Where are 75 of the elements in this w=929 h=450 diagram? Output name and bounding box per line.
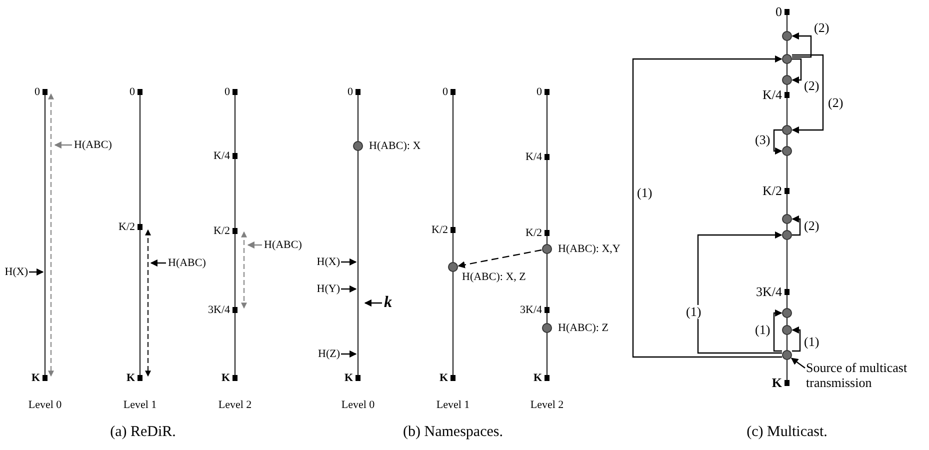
arrow (773, 309, 782, 352)
node-label: H(ABC): X,Y (558, 243, 620, 255)
edge-label: (2) (828, 96, 844, 110)
tick-label: 0 (442, 86, 448, 98)
leader-arrow (29, 268, 44, 276)
arrow (792, 326, 801, 352)
arrow (792, 58, 802, 84)
leader-arrow (341, 350, 357, 358)
tick-label: 3K/4 (208, 304, 230, 316)
hash-label: H(ABC) (74, 139, 112, 151)
hash-label: H(ABC) (168, 257, 206, 269)
tick-label: K (126, 372, 135, 384)
leader-arrow (150, 259, 166, 267)
edge-label: (1) (755, 323, 770, 337)
tick-label: K (31, 372, 40, 384)
tick-label: 0 (224, 86, 230, 98)
level-label: Level 0 (340, 399, 376, 411)
tick-label: K/4 (526, 151, 542, 163)
dashed-arrow (458, 249, 542, 268)
subfigure-caption: (c) Multicast. (746, 424, 828, 440)
subfigure-caption: (b) Namespaces. (402, 424, 504, 440)
node-label: H(ABC): X, Z (462, 271, 526, 283)
leader-arrow (341, 285, 357, 293)
level-label: Level 2 (217, 399, 253, 411)
tick-label: K/2 (526, 227, 542, 239)
tick-label: K (221, 372, 230, 384)
tick-label: 3K/4 (756, 286, 782, 298)
hash-label: H(Y) (316, 283, 340, 295)
tick-label: K/2 (762, 185, 782, 197)
tick-label: K (533, 372, 542, 384)
arrow (792, 215, 801, 236)
leader-arrow (364, 299, 382, 307)
tick-label: 0 (130, 86, 135, 98)
tick-label: K/4 (214, 150, 230, 162)
hash-label: H(X) (4, 266, 28, 278)
tick-label: K/2 (118, 221, 135, 233)
leader-arrow (54, 141, 72, 149)
hash-label: H(Z) (318, 348, 340, 360)
tick-label: 3K/4 (520, 304, 542, 316)
node-label: H(ABC): Z (558, 322, 608, 334)
annotation-text: Source of multicast transmission (806, 360, 929, 390)
arrow (790, 358, 806, 368)
subfigure-caption: (a) ReDiR. (109, 424, 177, 440)
arrow (792, 32, 812, 58)
level-label: Level 2 (529, 399, 565, 411)
node-label: H(ABC): X (369, 140, 421, 152)
arrow (792, 54, 824, 134)
tick-label: K/2 (432, 224, 448, 236)
tick-label: K/4 (762, 89, 782, 101)
arrow (773, 129, 782, 155)
tick-label: K (344, 372, 353, 384)
tick-label: 0 (776, 6, 782, 18)
level-label: Level 0 (27, 399, 63, 411)
edge-label: (1) (637, 186, 652, 200)
tick-label: 0 (536, 86, 542, 98)
edge-label: (3) (755, 133, 770, 147)
edge-label: (2) (814, 21, 830, 35)
level-label: Level 1 (122, 399, 158, 411)
tick-label: K (439, 372, 448, 384)
arrow (632, 55, 782, 358)
hash-label: H(X) (316, 256, 340, 268)
level-label: Level 1 (435, 399, 471, 411)
tick-label: K/2 (214, 225, 230, 237)
tick-label: 0 (348, 86, 353, 98)
leader-arrow (247, 241, 262, 249)
key-label: k (384, 295, 392, 311)
leader-arrow (341, 258, 357, 266)
edge-label: (1) (686, 305, 702, 319)
arrow (697, 231, 782, 354)
edge-label: (2) (804, 219, 820, 233)
edge-label: (1) (804, 335, 820, 349)
tick-label: 0 (34, 86, 40, 98)
hash-label: H(ABC) (264, 239, 302, 251)
tick-label: K (772, 377, 782, 389)
edge-label: (2) (804, 79, 820, 93)
